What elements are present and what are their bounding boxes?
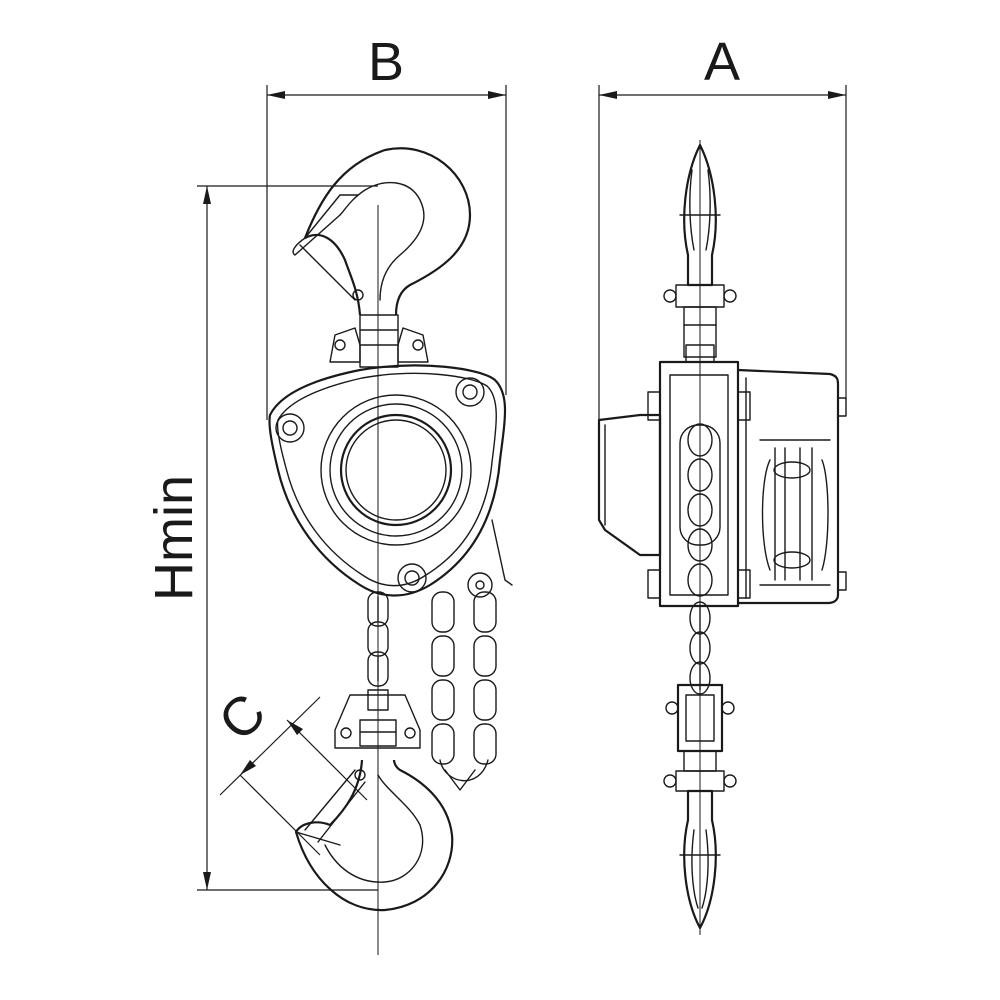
- hoist-body: [268, 364, 513, 598]
- dimension-a-label: A: [704, 32, 740, 92]
- bottom-hook: [294, 759, 454, 912]
- side-top-hook: [663, 143, 737, 358]
- load-chain-side: [689, 601, 711, 695]
- side-view: [597, 140, 847, 935]
- hand-chain-front: [431, 591, 497, 791]
- dimension-hmin: Hmin: [144, 185, 378, 891]
- side-wheel-cover: [597, 413, 662, 557]
- top-hook: [292, 147, 472, 316]
- side-frame: [647, 344, 751, 608]
- side-gear-housing: [737, 368, 847, 605]
- side-bottom-hook: [663, 770, 737, 930]
- bottom-block: [334, 689, 421, 749]
- dimension-c-label: C: [207, 682, 277, 752]
- dimension-a: A: [598, 32, 847, 420]
- dimension-c: C: [207, 682, 368, 856]
- dimension-b-label: B: [368, 32, 404, 92]
- front-view: [268, 147, 513, 955]
- top-yoke: [329, 314, 429, 368]
- dimension-b: B: [266, 32, 507, 420]
- side-sheave: [679, 423, 721, 597]
- load-chain-front: [367, 591, 389, 687]
- dimension-hmin-label: Hmin: [144, 475, 204, 601]
